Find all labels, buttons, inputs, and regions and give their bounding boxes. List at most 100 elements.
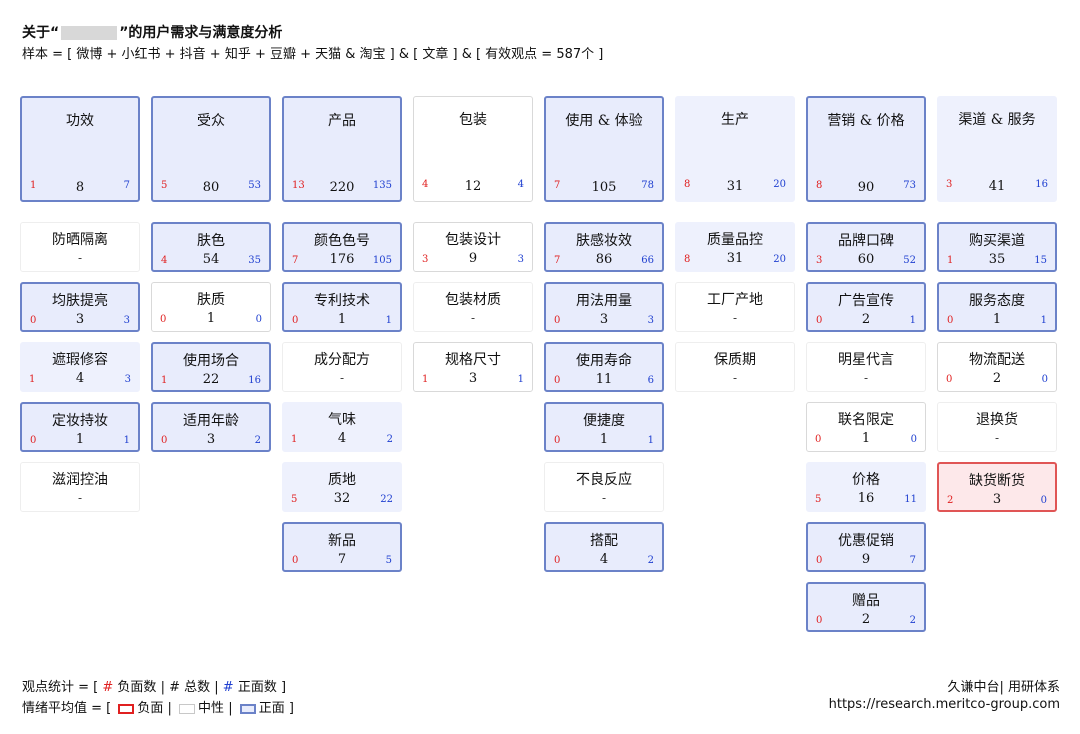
subcategory-card: 包装材质- <box>413 282 533 332</box>
subcategory-card: 明星代言- <box>806 342 926 392</box>
card-label: 渠道 & 服务 <box>958 112 1036 128</box>
negative-count: 0 <box>30 435 37 446</box>
positive-count: 20 <box>773 179 786 190</box>
total-count: 9 <box>468 251 478 266</box>
positive-count: 1 <box>517 374 524 385</box>
positive-count: 78 <box>641 180 654 191</box>
total-count: 2 <box>992 371 1002 386</box>
negative-count: 0 <box>816 615 823 626</box>
positive-count: 16 <box>1035 179 1048 190</box>
positive-count: 1 <box>385 315 392 326</box>
card-label: 明星代言 <box>838 352 894 368</box>
category-header-card: 渠道 & 服务 3 41 16 <box>937 96 1057 202</box>
card-label: 均肤提亮 <box>52 293 108 309</box>
total-count: 176 <box>329 252 355 267</box>
card-label: 受众 <box>197 113 225 129</box>
positive-count: 16 <box>248 375 261 386</box>
total-count: 4 <box>599 552 609 567</box>
negative-count: 3 <box>946 179 953 190</box>
stats-legend: 观点统计 = [ # 负面数 | # 总数 | # 正面数 ] <box>22 680 287 695</box>
negative-count: 0 <box>161 435 168 446</box>
negative-count: 1 <box>161 375 168 386</box>
negative-count: 0 <box>554 375 561 386</box>
negative-count: 1 <box>29 374 36 385</box>
negative-count: 5 <box>291 494 298 505</box>
total-count: 1 <box>337 312 347 327</box>
card-label: 价格 <box>852 472 880 488</box>
card-label: 优惠促销 <box>838 533 894 549</box>
positive-count: 1 <box>909 315 916 326</box>
positive-count: 35 <box>248 255 261 266</box>
positive-count: 0 <box>910 434 917 445</box>
negative-count: 4 <box>161 255 168 266</box>
negative-count: 4 <box>422 179 429 190</box>
card-label: 包装设计 <box>445 232 501 248</box>
positive-count: 0 <box>1041 374 1048 385</box>
positive-count: 6 <box>647 375 654 386</box>
card-empty-value: - <box>77 491 83 505</box>
total-count: 3 <box>599 312 609 327</box>
positive-count: 2 <box>386 434 393 445</box>
page-subtitle: 样本 = [ 微博 + 小红书 + 抖音 + 知乎 + 豆瓣 + 天猫 & 淘宝… <box>22 47 604 62</box>
negative-count: 5 <box>815 494 822 505</box>
positive-count: 3 <box>517 254 524 265</box>
card-label: 肤色 <box>197 233 225 249</box>
positive-count: 2 <box>909 615 916 626</box>
mood-legend: 情绪平均值 = [ 负面 | 中性 | 正面 ] <box>22 701 294 716</box>
neutral-swatch <box>179 703 196 714</box>
title-suffix: ”的用户需求与满意度分析 <box>119 25 283 41</box>
card-label: 功效 <box>66 113 94 129</box>
total-count: 220 <box>329 180 355 195</box>
total-count: 2 <box>861 312 871 327</box>
negative-count: 1 <box>30 180 37 191</box>
positive-count: 3 <box>124 374 131 385</box>
negative-count: 1 <box>422 374 429 385</box>
card-label: 物流配送 <box>969 352 1025 368</box>
total-count: 3 <box>206 432 216 447</box>
negative-count: 0 <box>946 374 953 385</box>
total-count: 1 <box>206 311 216 326</box>
card-label: 颜色色号 <box>314 233 370 249</box>
card-label: 滋润控油 <box>52 472 108 488</box>
subcategory-card: 物流配送 0 2 0 <box>937 342 1057 392</box>
card-label: 营销 & 价格 <box>827 113 905 129</box>
positive-count: 105 <box>372 255 392 266</box>
negative-count: 1 <box>947 255 954 266</box>
total-count: 35 <box>988 252 1006 267</box>
negative-count: 8 <box>684 254 691 265</box>
positive-count: 0 <box>255 314 262 325</box>
total-count: 3 <box>75 312 85 327</box>
card-label: 定妆持妆 <box>52 413 108 429</box>
brand-label: 久谦中台| 用研体系 <box>947 680 1060 695</box>
positive-count: 1 <box>1040 315 1047 326</box>
total-count: 11 <box>595 372 613 387</box>
positive-count: 52 <box>903 255 916 266</box>
negative-count: 0 <box>815 434 822 445</box>
subcategory-card: 保质期- <box>675 342 795 392</box>
total-count: 1 <box>992 312 1002 327</box>
total-count: 31 <box>726 179 744 194</box>
negative-count: 13 <box>292 180 305 191</box>
subcategory-card: 工厂产地- <box>675 282 795 332</box>
total-count: 22 <box>202 372 220 387</box>
total-count: 86 <box>595 252 613 267</box>
total-count: 31 <box>726 251 744 266</box>
total-count: 41 <box>988 179 1006 194</box>
total-count: 1 <box>861 431 871 446</box>
source-url: https://research.meritco-group.com <box>828 697 1060 712</box>
